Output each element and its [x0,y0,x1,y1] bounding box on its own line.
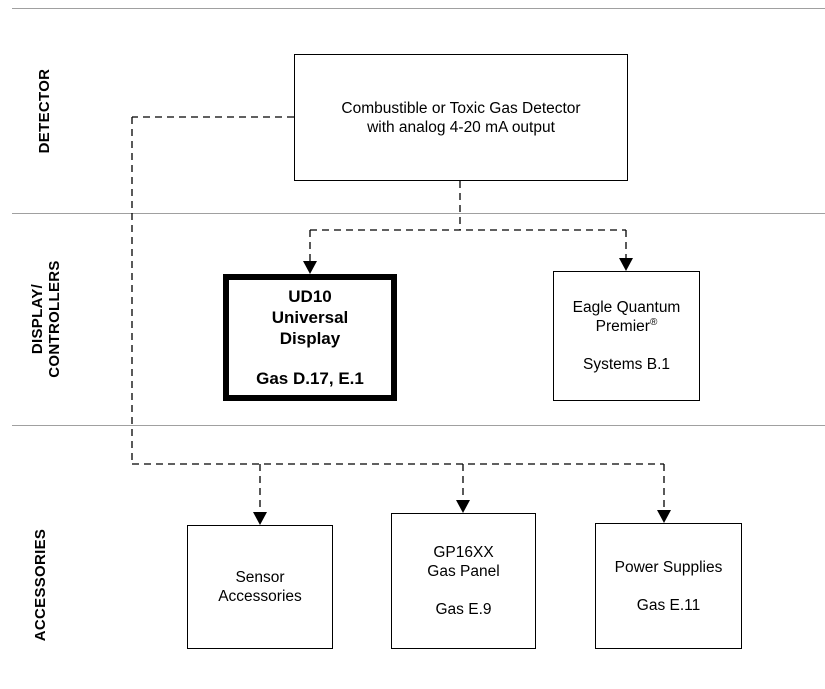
registered-mark: ® [649,316,658,328]
arrowhead-power [657,510,671,523]
ud10-reference: Gas D.17, E.1 [256,369,364,388]
gp-reference: Gas E.9 [435,601,492,618]
gas-detector-box: Combustible or Toxic Gas Detector with a… [294,54,628,181]
sensor-line1: Sensor [235,569,285,586]
ud10-subtitle-display: Display [279,329,341,348]
divider-top [12,8,825,9]
gp16xx-gas-panel-box: GP16XX Gas Panel Gas E.9 [391,513,536,649]
gp-line1: GP16XX [433,544,494,561]
arrowhead-eqp [619,258,633,271]
power-supplies-box: Power Supplies Gas E.11 [595,523,742,649]
arrowhead-gp [456,500,470,513]
eqp-line2: Premier® [595,316,658,335]
gas-detector-line2: with analog 4-20 mA output [367,118,555,136]
divider-display-accessories [12,425,825,426]
gp-line2: Gas Panel [427,563,500,580]
gas-detector-line1: Combustible or Toxic Gas Detector [341,99,581,117]
power-line1: Power Supplies [614,558,723,576]
sensor-accessories-box: Sensor Accessories [187,525,333,649]
eqp-reference: Systems B.1 [583,356,670,373]
sensor-line2: Accessories [218,588,302,605]
power-reference: Gas E.11 [636,596,701,614]
divider-detector-display [12,213,825,214]
ud10-subtitle-universal: Universal [271,308,349,327]
eagle-quantum-premier-box: Eagle Quantum Premier® Systems B.1 [553,271,700,401]
ud10-universal-display-box: UD10 Universal Display Gas D.17, E.1 [223,274,397,401]
ud10-title: UD10 [288,287,332,306]
arrowhead-sensor [253,512,267,525]
arrowhead-ud10 [303,261,317,274]
eqp-line1: Eagle Quantum [572,299,681,316]
